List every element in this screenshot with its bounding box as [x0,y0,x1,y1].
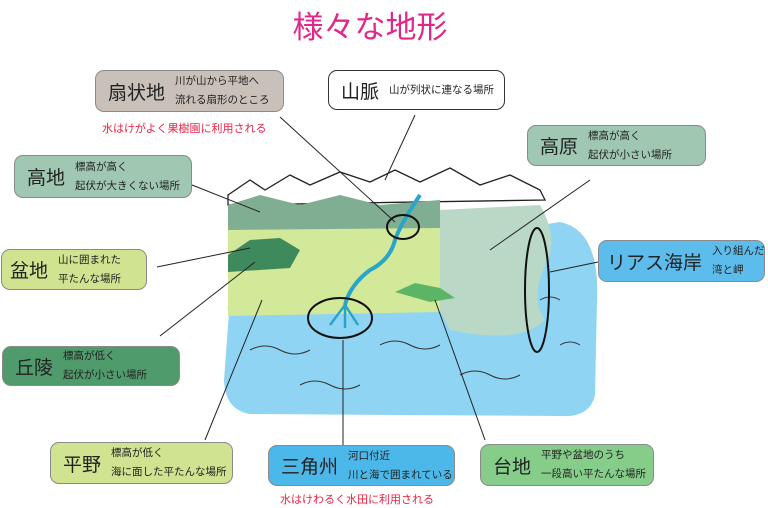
desc: 起伏が小さい場所 [588,148,673,161]
mountain-range [227,167,547,206]
term: 扇状地 [108,81,166,104]
desc: 海に面した平たんな場所 [111,466,227,478]
term: リアス海岸 [607,251,703,274]
note-sankakusu: 水はけわるく水田に利用される [280,493,434,506]
label-kogen: 高原 標高が高く起伏が小さい場所 [527,125,706,166]
label-kochi: 高地 標高が高く起伏が大きくない場所 [14,155,192,198]
delta-circle [307,297,373,339]
delta [329,304,360,328]
term: 三角州 [281,456,339,478]
desc: 一段高い平たんな場所 [541,468,647,480]
river [343,193,422,306]
desc: 川が山から平地へ [175,75,260,87]
desc: 起伏が大きくない場所 [75,179,181,192]
desc: 標高が低く [111,447,164,459]
label-daichi: 台地 平野や盆地のうち一段高い平たんな場所 [480,444,654,486]
label-senjochi: 扇状地 川が山から平地へ流れる扇形のところ [95,70,284,112]
term: 高地 [27,167,66,189]
desc: 標高が高く [75,160,128,173]
term: 山脈 [341,80,380,103]
plateau [440,205,552,336]
rias-circle [524,227,550,353]
note-senjochi: 水はけがよく果樹園に利用される [102,122,267,135]
label-kyuryo: 丘陵 標高が低く起伏が小さい場所 [2,346,180,386]
label-rias: リアス海岸 入り組んだ湾と岬 [598,240,765,282]
label-sanmyaku: 山脈 山が列状に連なる場所 [328,70,505,110]
label-bonchi: 盆地 山に囲まれた平たんな場所 [1,249,147,290]
desc: 川と海で囲まれている [348,468,453,481]
term: 丘陵 [15,356,54,379]
desc: 山に囲まれた [58,253,122,266]
term: 平野 [63,453,102,476]
highland [228,195,440,230]
desc: 平たんな場所 [58,272,122,285]
term: 高原 [540,136,579,158]
label-heiya: 平野 標高が低く海に面した平たんな場所 [50,442,233,484]
desc: 山が列状に連なる場所 [389,83,495,96]
label-sankakusu: 三角州 河口付近川と海で囲まれている [268,445,455,486]
fan-circle [386,214,420,240]
desc: 標高が低く [63,350,116,362]
desc: 平野や盆地のうち [541,449,626,461]
basin-hills [228,238,300,272]
desc: 起伏が小さい場所 [63,369,148,381]
desc: 流れる扇形のところ [175,94,270,106]
desc: 河口付近 [348,449,391,462]
desc: 標高が高く [588,129,641,142]
desc: 入り組んだ [712,245,765,257]
page-title: 様々な地形 [292,10,448,46]
term: 台地 [493,455,532,478]
desc: 湾と岬 [712,264,744,276]
tableland [395,283,455,302]
term: 盆地 [10,260,49,282]
